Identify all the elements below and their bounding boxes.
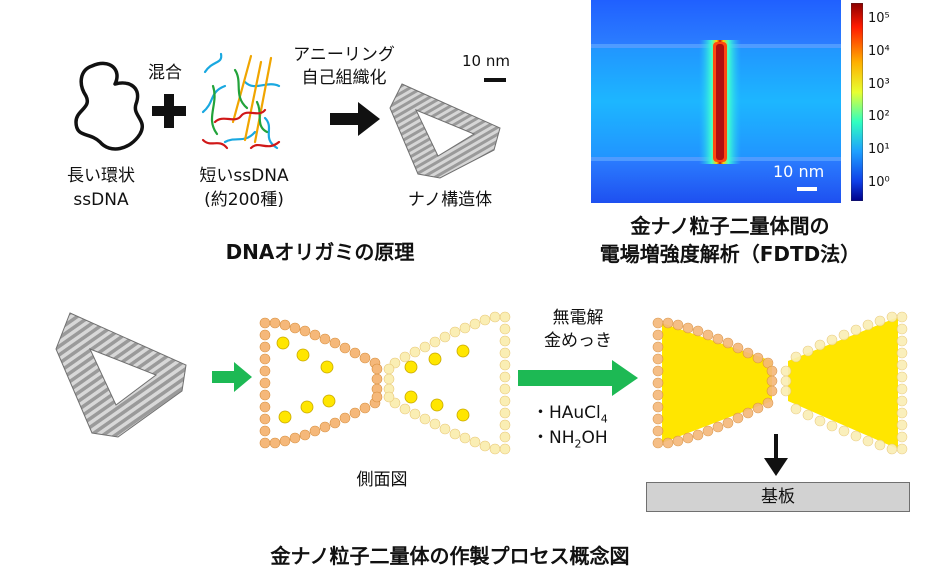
dna-origami-triangle-icon bbox=[55, 312, 187, 438]
fdtd-colorbar-labels: 10⁵ 10⁴ 10³ 10² 10¹ 10⁰ bbox=[868, 0, 908, 205]
fdtd-title-2: 電場増強度解析（FDTD法） bbox=[599, 242, 861, 266]
colorbar-tick: 10¹ bbox=[868, 142, 890, 157]
reagent-haucl4: ・HAuCl4 bbox=[532, 403, 608, 429]
principle-scale-bar bbox=[484, 78, 506, 82]
reagent-haucl4-text: ・HAuCl bbox=[532, 403, 601, 423]
reagent-nh2oh-post: OH bbox=[581, 428, 608, 448]
principle-title: DNAオリガミの原理 bbox=[225, 240, 415, 264]
mix-label: 混合 bbox=[148, 63, 182, 83]
fdtd-scale-label: 10 nm bbox=[773, 162, 825, 181]
side-view-label: 側面図 bbox=[356, 470, 408, 490]
long-ssdna-label-1: 長い環状 bbox=[67, 166, 135, 186]
reagent-nh2oh-pre: ・NH bbox=[532, 428, 575, 448]
nano-structure-label: ナノ構造体 bbox=[407, 190, 493, 210]
reagent-nh2oh: ・NH2OH bbox=[532, 428, 608, 454]
green-arrow-icon bbox=[212, 362, 252, 392]
long-ssdna-loop-icon bbox=[74, 61, 144, 151]
fdtd-field-map bbox=[591, 0, 841, 203]
substrate-label: 基板 bbox=[761, 487, 795, 507]
plus-icon bbox=[152, 94, 186, 128]
short-ssdna-strands-icon bbox=[201, 52, 281, 150]
plating-arrow-icon bbox=[518, 360, 638, 396]
anneal-label-1: アニーリング bbox=[293, 45, 395, 65]
process-title: 金ナノ粒子二量体の作製プロセス概念図 bbox=[270, 544, 630, 568]
plating-label-1: 無電解 bbox=[552, 308, 604, 328]
down-arrow-icon bbox=[764, 434, 788, 476]
right-arrow-icon bbox=[330, 102, 380, 136]
short-ssdna-label-2: (約200種) bbox=[204, 190, 284, 210]
gold-bowtie-structure bbox=[652, 311, 908, 455]
fdtd-title-1: 金ナノ粒子二量体間の bbox=[630, 214, 830, 238]
short-ssdna-label-1: 短いssDNA bbox=[199, 166, 289, 186]
colorbar-tick: 10⁴ bbox=[868, 44, 890, 59]
reagent-haucl4-sub: 4 bbox=[600, 412, 608, 426]
principle-scale-label: 10 nm bbox=[462, 52, 510, 70]
long-ssdna-label-2: ssDNA bbox=[73, 190, 129, 210]
anneal-label-2: 自己組織化 bbox=[301, 68, 387, 88]
colorbar-tick: 10² bbox=[868, 109, 890, 124]
substrate-box: 基板 bbox=[646, 482, 910, 512]
fdtd-colorbar bbox=[851, 3, 863, 201]
colorbar-tick: 10³ bbox=[868, 77, 890, 92]
reagent-nh2oh-sub: 2 bbox=[574, 437, 582, 451]
dna-bowtie-side-view bbox=[259, 311, 511, 455]
colorbar-tick: 10⁰ bbox=[868, 175, 890, 190]
plating-label-2: 金めっき bbox=[544, 331, 612, 351]
dna-nano-triangle-icon bbox=[389, 83, 501, 179]
colorbar-tick: 10⁵ bbox=[868, 11, 890, 26]
